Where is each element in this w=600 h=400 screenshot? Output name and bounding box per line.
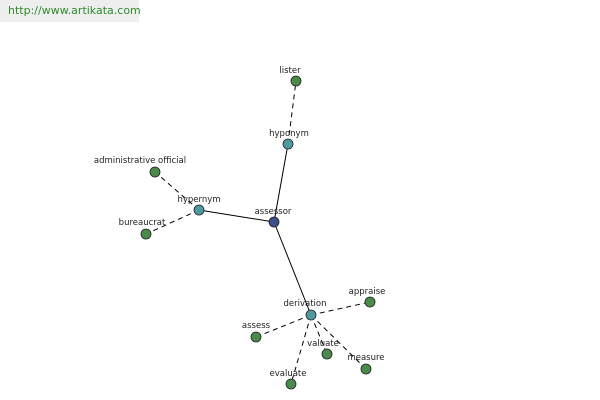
node-assessor[interactable] [268,216,280,228]
label-measure[interactable]: measure [347,353,384,363]
label-bureaucrat[interactable]: bureaucrat [119,218,166,228]
edge-derivation-assess [255,314,312,338]
label-appraise[interactable]: appraise [349,287,386,297]
edge-assessor-hyponym [273,143,289,223]
edge-assessor-hypernym [198,209,275,223]
node-evaluate[interactable] [285,378,297,390]
edge-hypernym-administrative-official [154,171,200,211]
node-measure[interactable] [360,363,372,375]
node-administrative-official[interactable] [149,166,161,178]
label-hyponym[interactable]: hyponym [269,129,309,139]
node-appraise[interactable] [364,296,376,308]
edge-derivation-valuate [310,314,328,355]
label-administrative-official[interactable]: administrative official [94,156,186,166]
node-hyponym[interactable] [282,138,294,150]
label-derivation[interactable]: derivation [283,299,326,309]
edge-derivation-appraise [310,301,371,316]
edge-hypernym-bureaucrat [145,209,200,235]
label-lister[interactable]: lister [279,66,301,76]
node-hypernym[interactable] [193,204,205,216]
node-bureaucrat[interactable] [140,228,152,240]
edge-derivation-measure [310,314,367,370]
label-hypernym[interactable]: hypernym [177,195,220,205]
node-valuate[interactable] [321,348,333,360]
node-assess[interactable] [250,331,262,343]
node-derivation[interactable] [305,309,317,321]
edge-hyponym-lister [287,80,297,145]
label-assessor[interactable]: assessor [255,207,292,217]
edge-assessor-derivation [273,221,312,316]
site-url-link[interactable]: http://www.artikata.com [8,4,141,17]
node-lister[interactable] [290,75,302,87]
label-valuate[interactable]: valuate [307,339,339,349]
site-url-banner: http://www.artikata.com [0,0,141,22]
label-evaluate[interactable]: evaluate [270,369,307,379]
label-assess[interactable]: assess [242,321,271,331]
edge-derivation-evaluate [290,314,312,385]
